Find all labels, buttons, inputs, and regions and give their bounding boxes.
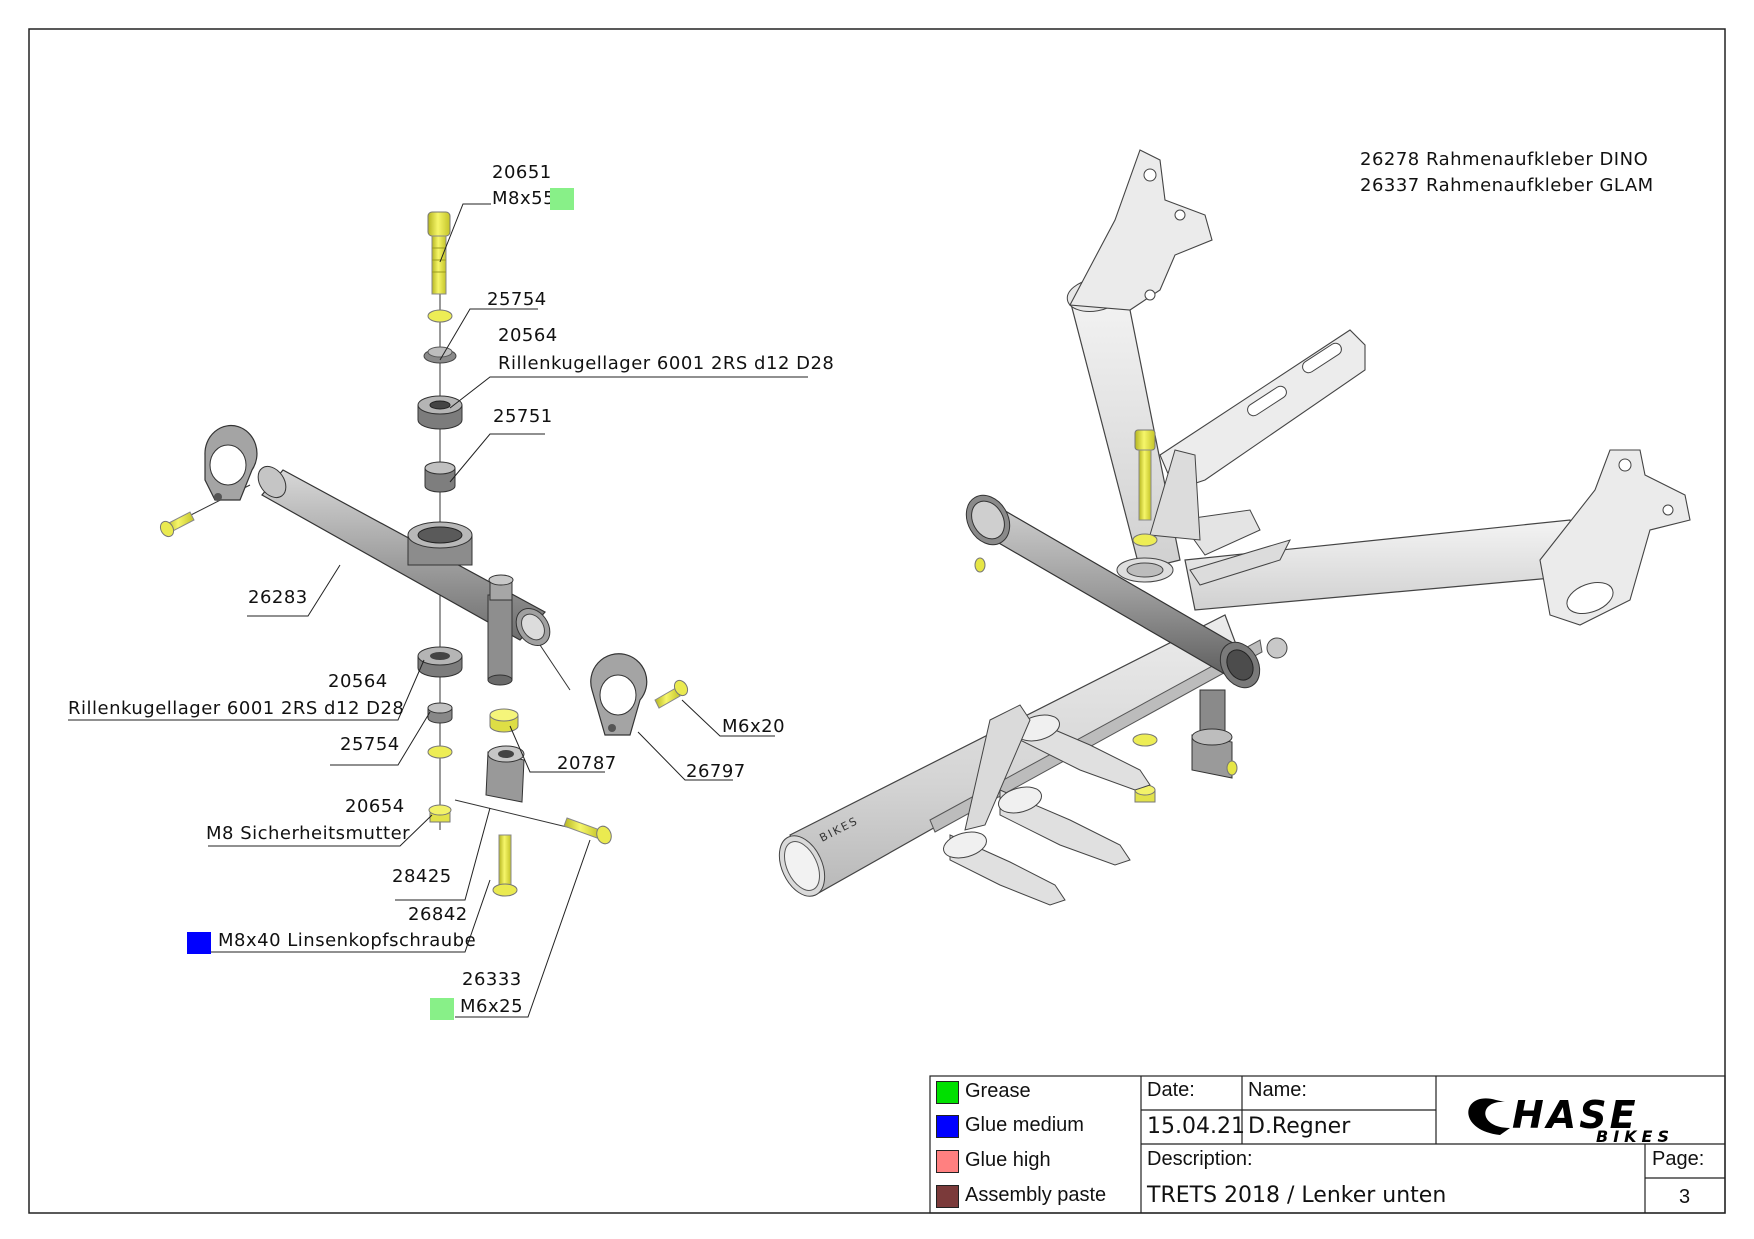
glue-medium-swatch-26842 bbox=[187, 932, 211, 954]
frame-view: BIKES bbox=[778, 149, 1691, 906]
clamp-26797-icon bbox=[590, 653, 648, 736]
bearing-20564-bottom-icon bbox=[417, 646, 463, 678]
callout-20564-bottom-desc: Rillenkugellager 6001 2RS d12 D28 bbox=[68, 698, 405, 719]
page-label: Page: bbox=[1652, 1148, 1705, 1170]
callout-26842-number: 26842 bbox=[408, 904, 468, 925]
callout-m6x20: M6x20 bbox=[722, 716, 786, 737]
bearing-20564-top-icon bbox=[417, 395, 463, 430]
sticker-dino-label: 26278 Rahmenaufkleber DINO bbox=[1360, 149, 1649, 170]
name-label: Name: bbox=[1248, 1079, 1307, 1101]
callout-20564-bottom-number: 20564 bbox=[328, 671, 388, 692]
callout-25754-top: 25754 bbox=[487, 289, 547, 310]
clamp-left-icon bbox=[204, 424, 258, 501]
date-label: Date: bbox=[1147, 1079, 1195, 1101]
legend-assembly-paste-swatch bbox=[936, 1185, 959, 1208]
callout-26842-desc: M8x40 Linsenkopfschraube bbox=[218, 930, 477, 951]
name-value: D.Regner bbox=[1248, 1114, 1351, 1139]
callout-20564-top-desc: Rillenkugellager 6001 2RS d12 D28 bbox=[498, 353, 835, 374]
bushing-25754-bottom-icon bbox=[427, 702, 453, 724]
callout-25754-bottom: 25754 bbox=[340, 734, 400, 755]
callout-20654-desc: M8 Sicherheitsmutter bbox=[206, 823, 411, 844]
bolt-20651-icon bbox=[427, 211, 451, 295]
legend-glue-medium-label: Glue medium bbox=[965, 1114, 1084, 1136]
legend-glue-high-label: Glue high bbox=[965, 1149, 1051, 1171]
callout-26333-size: M6x25 bbox=[460, 996, 524, 1017]
callout-20651-size: M8x55 bbox=[492, 188, 556, 209]
svg-text:HASE: HASE bbox=[1512, 1093, 1639, 1137]
cross-tube-26283-icon bbox=[257, 465, 551, 686]
leader-lines bbox=[68, 203, 808, 1018]
callout-20787: 20787 bbox=[557, 753, 617, 774]
callout-25751: 25751 bbox=[493, 406, 553, 427]
callout-26333-number: 26333 bbox=[462, 969, 522, 990]
description-label: Description: bbox=[1147, 1148, 1253, 1170]
bushing-small-top-icon bbox=[423, 346, 457, 364]
sleeve-25751-icon bbox=[424, 461, 456, 493]
callout-20654-number: 20654 bbox=[345, 796, 405, 817]
exploded-view bbox=[68, 203, 808, 1018]
legend-glue-medium-swatch bbox=[936, 1115, 959, 1138]
callout-20564-top-number: 20564 bbox=[498, 325, 558, 346]
idler-arms bbox=[943, 704, 1151, 906]
legend-grease-label: Grease bbox=[965, 1080, 1031, 1102]
callout-26797: 26797 bbox=[686, 761, 746, 782]
callout-28425: 28425 bbox=[392, 866, 452, 887]
washer-bottom-icon bbox=[427, 745, 453, 759]
legend-grease-swatch bbox=[936, 1081, 959, 1104]
description-value: TRETS 2018 / Lenker unten bbox=[1147, 1183, 1447, 1208]
callout-26283: 26283 bbox=[248, 587, 308, 608]
washer-25754-top-icon bbox=[427, 309, 453, 323]
title-block-grid bbox=[929, 1075, 1726, 1214]
callout-20651-number: 20651 bbox=[492, 162, 552, 183]
grease-swatch-20651 bbox=[550, 188, 574, 210]
bolt-26842-icon bbox=[492, 834, 518, 897]
legend-glue-high-swatch bbox=[936, 1150, 959, 1173]
clamp-28425-icon bbox=[485, 745, 525, 803]
nut-20654-icon bbox=[428, 804, 452, 823]
page-value: 3 bbox=[1679, 1186, 1691, 1208]
legend-assembly-paste-label: Assembly paste bbox=[965, 1184, 1107, 1206]
date-value: 15.04.21 bbox=[1147, 1114, 1245, 1139]
washer-20787-icon bbox=[489, 708, 519, 733]
frame-bolt-icon bbox=[1132, 429, 1158, 547]
bolt-26333-icon bbox=[563, 817, 612, 845]
grease-swatch-26333 bbox=[430, 998, 454, 1020]
bolt-m6-left-icon bbox=[159, 511, 195, 538]
sheet-border bbox=[28, 28, 1726, 1214]
sticker-glam-label: 26337 Rahmenaufkleber GLAM bbox=[1360, 175, 1654, 196]
svg-text:BIKES: BIKES bbox=[1596, 1127, 1674, 1146]
hase-logo: HASE BIKES bbox=[1468, 1093, 1674, 1146]
bolt-m6x20-icon bbox=[654, 679, 689, 709]
